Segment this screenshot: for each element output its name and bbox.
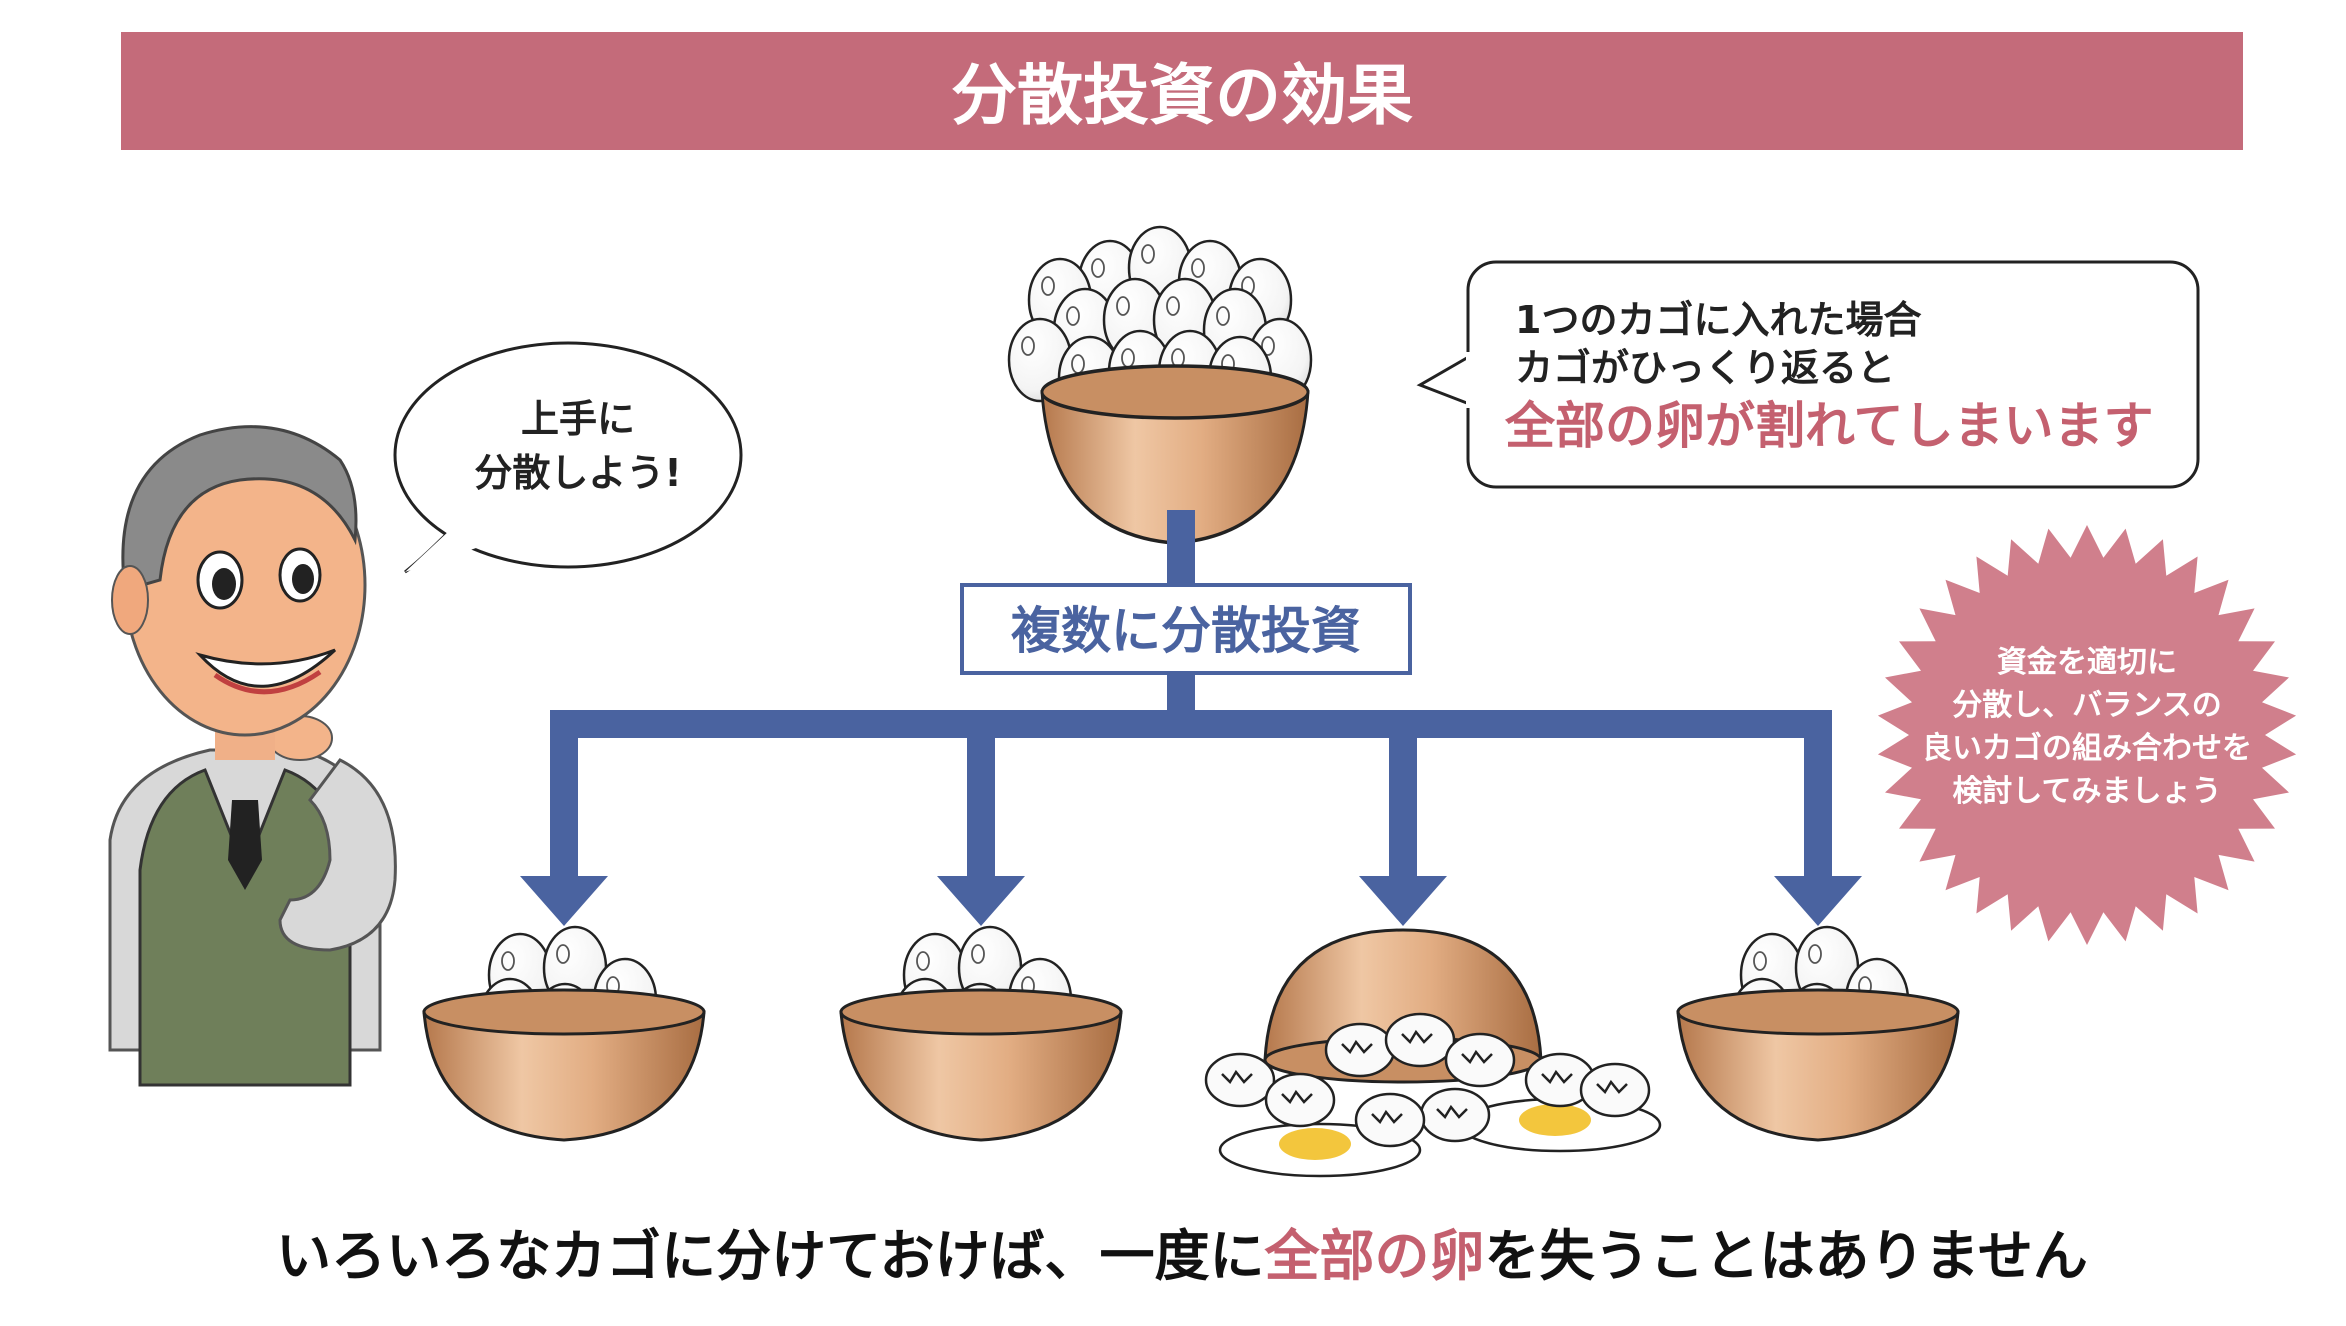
speech-left-line1: 上手に [521,397,635,441]
top-egg-bowl [1007,225,1313,545]
bottom-highlight: 全部の卵 [1263,1224,1484,1288]
speech-right-line3: 全部の卵が割れてしまいます [1504,397,2154,455]
starburst-line2: 分散し、バランスの [1952,688,2221,723]
bowl-1 [422,925,706,1142]
title-bar [121,32,2243,150]
starburst-line4: 検討してみましょう [1952,774,2221,809]
distribution-arrows [520,510,1862,926]
overturned-bowl [1204,928,1662,1178]
starburst-line3: 良いカゴの組み合わせを [1922,731,2252,766]
bottom-part2: を失うことはありません [1485,1224,2088,1288]
bowl-4 [1676,925,1960,1142]
speech-left-line2: 分散しよう! [474,451,681,495]
speech-right-line2: カゴがひっくり返ると [1515,346,1895,390]
center-label-box [960,583,1412,675]
man-illustration [108,425,397,1087]
speech-right-line1: 1つのカゴに入れた場合 [1515,298,1921,342]
center-label: 複数に分散投資 [1011,602,1361,660]
page-title: 分散投資の効果 [951,57,1413,134]
bottom-sentence: いろいろなカゴに分けておけば、一度に全部の卵を失うことはありません [276,1224,2088,1288]
starburst-line1: 資金を適切に [1997,645,2177,680]
speech-bubble-left: 上手に 分散しよう! [393,341,743,574]
bowl-2 [839,925,1123,1142]
bottom-part1: いろいろなカゴに分けておけば、一度に [276,1224,1264,1288]
advice-starburst: 資金を適切に 分散し、バランスの 良いカゴの組み合わせを 検討してみましょう [1877,525,2297,945]
speech-bubble-right: 1つのカゴに入れた場合 カゴがひっくり返ると 全部の卵が割れてしまいます [1416,260,2200,489]
